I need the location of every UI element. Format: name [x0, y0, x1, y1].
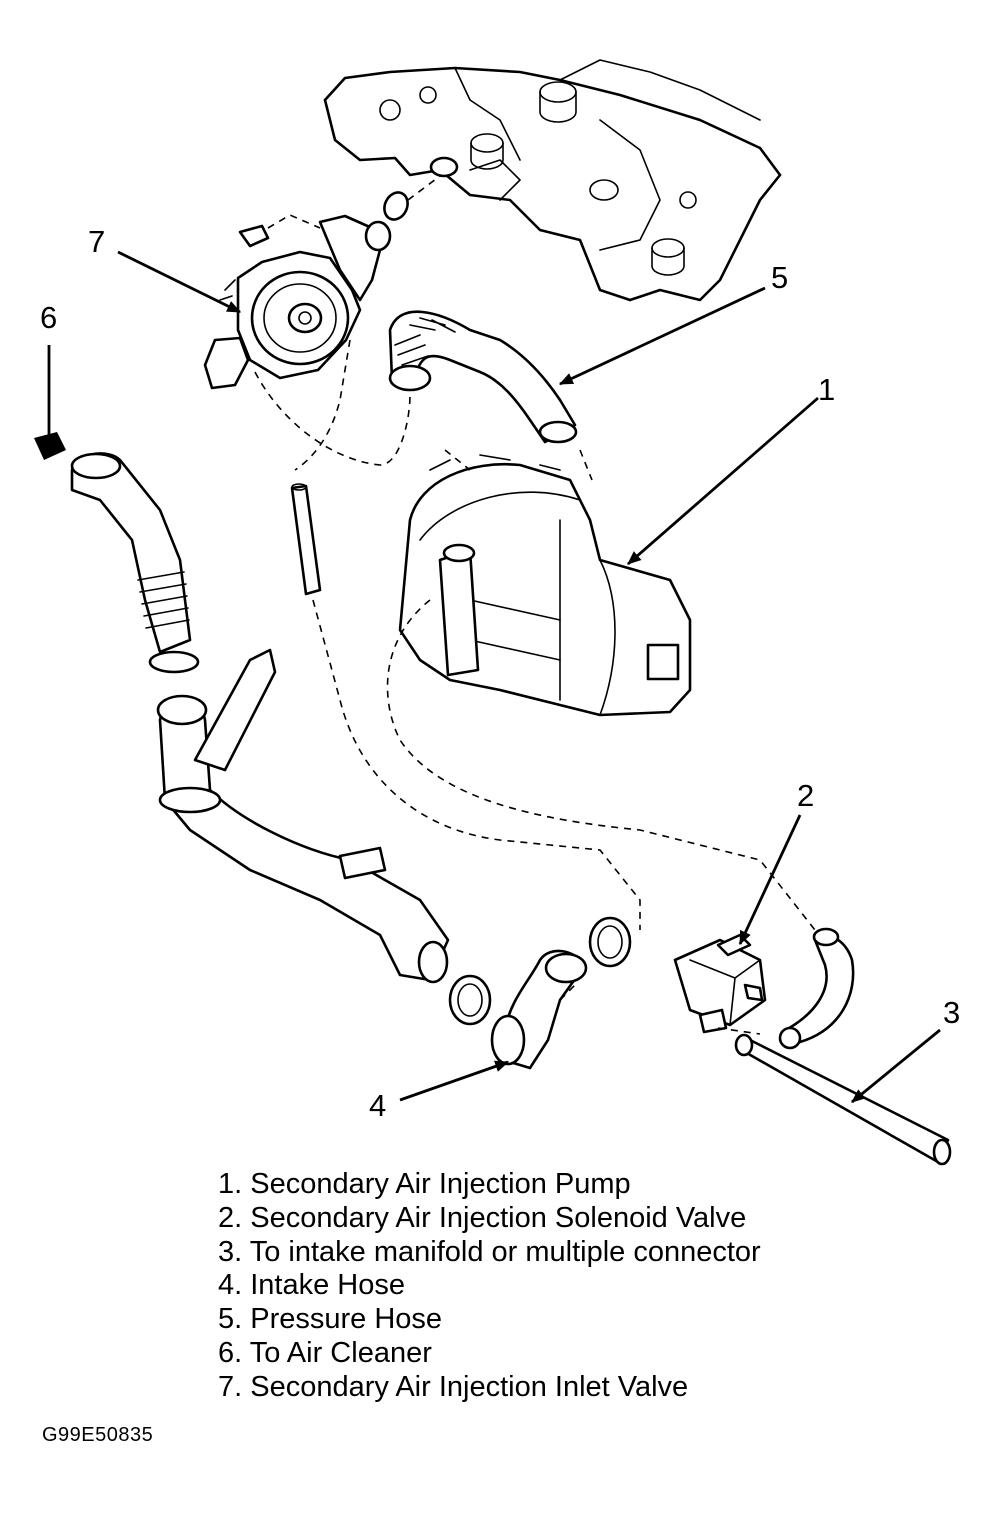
o-ring	[383, 191, 409, 221]
air-cleaner-direction-arrow	[34, 345, 66, 460]
legend-item: 6. To Air Cleaner	[218, 1336, 432, 1369]
callout-3: 3	[943, 995, 961, 1030]
callout-1: 1	[818, 372, 836, 407]
connection-paths	[254, 175, 816, 1035]
air-cleaner-hose	[70, 452, 200, 674]
legend-item: 4. Intake Hose	[218, 1269, 405, 1302]
pressure-hose	[388, 310, 578, 444]
inlet-valve	[203, 214, 392, 390]
intake-hose	[490, 949, 588, 1070]
engine-cylinder-head	[323, 59, 782, 302]
legend-item: 1. Secondary Air Injection Pump	[218, 1168, 631, 1200]
callout-5: 5	[771, 260, 789, 295]
callout-7: 7	[88, 224, 106, 259]
solenoid-valve	[673, 933, 767, 1034]
callout-6: 6	[40, 300, 58, 335]
figure-code: G99E50835	[42, 1424, 154, 1446]
legend-item: 5. Pressure Hose	[218, 1303, 443, 1336]
manifold-hose	[736, 1038, 950, 1164]
callout-2: 2	[797, 778, 815, 813]
vacuum-hose-segment	[290, 484, 322, 596]
parts-legend: 1. Secondary Air Injection Pump 2. Secon…	[218, 1168, 761, 1405]
leader-arrows	[117, 250, 941, 1104]
legend-item: 3. To intake manifold or multiple connec…	[218, 1235, 761, 1268]
legend-item: 7. Secondary Air Injection Inlet Valve	[218, 1370, 689, 1403]
curved-vacuum-hose	[780, 934, 855, 1044]
intake-pipe	[156, 648, 450, 984]
air-injection-pump	[398, 454, 692, 717]
hose-clamps	[448, 916, 632, 1026]
legend-item: 2. Secondary Air Injection Solenoid Valv…	[218, 1201, 747, 1234]
callout-4: 4	[369, 1088, 387, 1123]
